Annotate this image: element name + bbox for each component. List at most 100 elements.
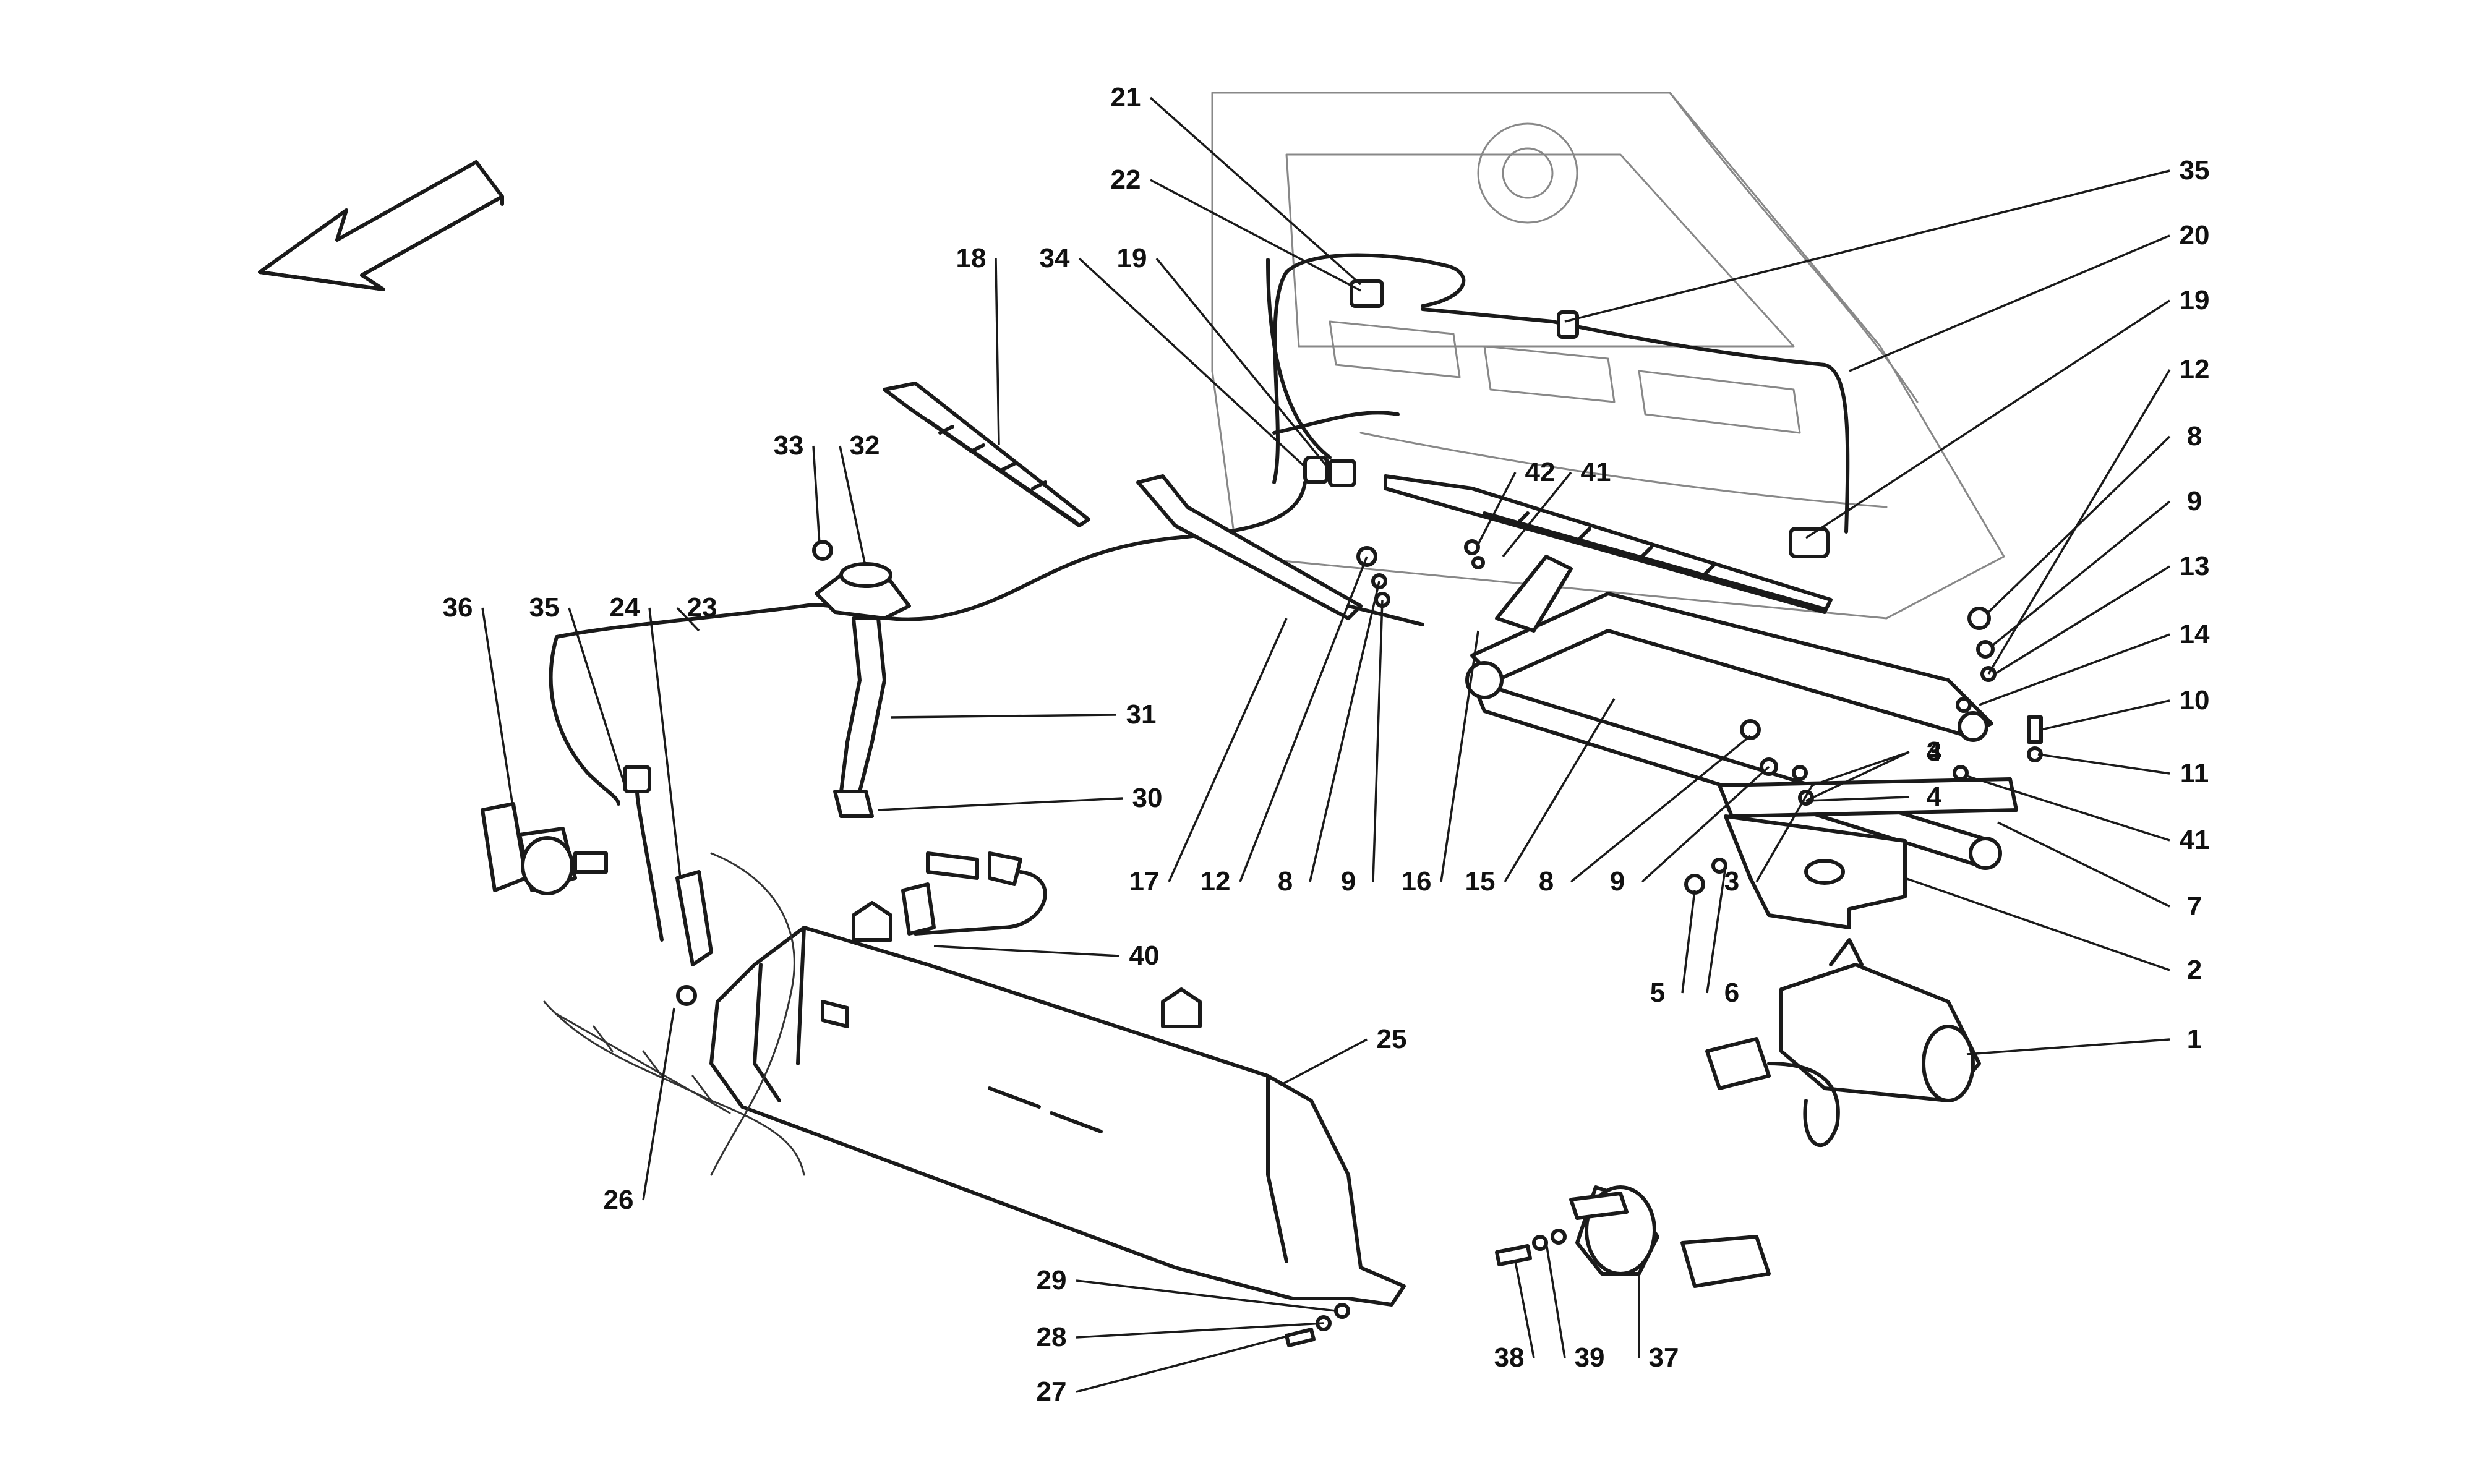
callout-41: 41	[1966, 775, 2209, 855]
leader-line	[481, 607, 515, 811]
callout-number: 6	[1724, 978, 1739, 1008]
leader-line	[2040, 699, 2170, 731]
callout-number: 29	[1037, 1265, 1067, 1295]
leader-line	[1149, 96, 1362, 286]
leader-line	[642, 1007, 675, 1201]
callout-8: 8	[1278, 581, 1380, 897]
callout-number: 41	[1581, 457, 1611, 487]
leader-line	[1966, 775, 2170, 842]
horn-left	[481, 802, 608, 895]
callout-4: 4	[1805, 782, 1942, 812]
callout-number: 3	[1724, 866, 1739, 897]
callout-number: 18	[956, 243, 987, 273]
washer-pump	[675, 852, 795, 1176]
callout-number: 7	[2187, 891, 2202, 921]
callout-number: 5	[1650, 978, 1665, 1008]
callout-9: 9	[1610, 765, 1770, 897]
leader-line	[1078, 257, 1306, 468]
callout-1: 1	[1966, 1024, 2202, 1055]
leader-line	[1309, 581, 1380, 882]
callout-number: 9	[1341, 866, 1356, 897]
leader-line	[839, 445, 866, 563]
wiper-arm-left	[1136, 474, 1424, 626]
callout-36: 36	[443, 592, 515, 811]
callout-number: 8	[1539, 866, 1554, 897]
callout-number: 15	[1465, 866, 1496, 897]
leader-line	[1514, 1261, 1535, 1358]
callout-4: 4	[1805, 736, 1942, 802]
callout-19: 19	[1117, 243, 1331, 471]
leader-line	[890, 714, 1117, 719]
callout-22: 22	[1111, 164, 1361, 292]
callout-39: 39	[1545, 1242, 1605, 1373]
wiper-motor-bracket	[1724, 814, 1907, 929]
wiring-harness	[543, 1000, 805, 1176]
callout-5: 5	[1650, 890, 1696, 1008]
leader-line	[1076, 1322, 1324, 1339]
callout-number: 17	[1129, 866, 1160, 897]
callout-25: 25	[1280, 1024, 1407, 1086]
callout-33: 33	[774, 430, 821, 545]
level-sensor	[901, 851, 1047, 936]
callout-35: 35	[1564, 155, 2210, 323]
leader-line	[1280, 1038, 1368, 1086]
callout-2: 2	[1904, 877, 2202, 985]
callout-number: 30	[1132, 783, 1163, 813]
filler-neck	[812, 540, 911, 818]
leader-line	[1564, 169, 2170, 323]
leader-line	[1681, 890, 1696, 994]
callout-number: 12	[1201, 866, 1231, 897]
callout-number: 12	[2180, 354, 2210, 385]
callout-13: 13	[1994, 551, 2209, 675]
leader-line	[676, 607, 700, 632]
leader-line	[1994, 565, 2170, 675]
callout-30: 30	[878, 783, 1162, 813]
callout-42: 42	[1477, 457, 1555, 545]
callout-number: 27	[1037, 1376, 1067, 1407]
callout-9: 9	[1341, 599, 1384, 897]
washer-reservoir	[709, 901, 1406, 1307]
callout-number: 16	[1402, 866, 1432, 897]
washer-hoses	[549, 253, 1850, 942]
callout-31: 31	[890, 699, 1157, 730]
callout-41: 41	[1502, 457, 1611, 558]
callout-number: 39	[1575, 1342, 1605, 1373]
leader-line	[1987, 369, 2171, 675]
callout-number: 2	[2187, 955, 2202, 985]
callout-6: 6	[1706, 865, 1739, 1008]
callout-number: 9	[1610, 866, 1625, 897]
callout-number: 20	[2180, 220, 2210, 250]
leader-line	[1239, 556, 1368, 882]
callout-number: 32	[850, 430, 880, 461]
callout-number: 26	[604, 1185, 634, 1215]
wiper-blade-left	[883, 382, 1090, 527]
callout-34: 34	[1040, 243, 1306, 468]
callout-29: 29	[1037, 1265, 1337, 1312]
hose-connector-group	[623, 279, 1830, 793]
leader-line	[1706, 865, 1727, 994]
callout-number: 4	[1927, 782, 1942, 812]
callout-number: 35	[529, 592, 560, 623]
callout-number: 14	[2180, 619, 2210, 649]
callout-number: 21	[1111, 82, 1141, 113]
callout-number: 25	[1377, 1024, 1407, 1054]
callout-11: 11	[2037, 753, 2209, 788]
callout-20: 20	[1849, 220, 2210, 372]
callout-number: 35	[2180, 155, 2210, 186]
callout-26: 26	[604, 1007, 675, 1215]
leader-line	[648, 607, 682, 879]
callout-number: 31	[1126, 699, 1157, 730]
leader-line	[1755, 785, 1813, 882]
callout-32: 32	[839, 430, 880, 563]
leader-line	[812, 445, 821, 545]
callout-number: 8	[1278, 866, 1293, 897]
front-hood	[1211, 92, 2005, 620]
leader-line	[1168, 618, 1288, 882]
callout-9: 9	[1990, 486, 2202, 647]
callout-7: 7	[1997, 821, 2202, 921]
fastener-group	[1285, 539, 2043, 1347]
callout-16: 16	[1402, 630, 1479, 897]
leader-line	[1997, 821, 2170, 908]
callout-number: 38	[1494, 1342, 1525, 1373]
